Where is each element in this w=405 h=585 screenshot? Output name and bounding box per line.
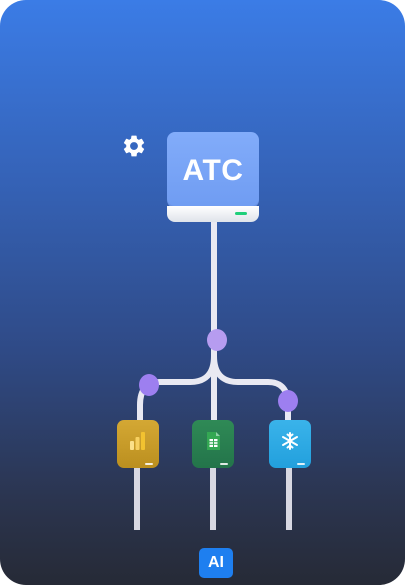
server-status-led [235, 212, 247, 215]
server-base [167, 206, 259, 222]
power-bi-tile [117, 420, 159, 468]
google-sheets-icon [207, 432, 220, 450]
gear-icon [123, 135, 145, 157]
google-sheets-tile [192, 420, 234, 468]
junction-dot-center [207, 329, 227, 351]
branch-right-line [211, 353, 291, 423]
junction-dot-left [139, 374, 159, 396]
junction-dot-right [278, 390, 298, 412]
tile-indicator [145, 463, 153, 465]
snowflake-icon [282, 432, 298, 450]
tile-indicator [297, 463, 305, 465]
tile-indicator [220, 463, 228, 465]
server-label: ATC [182, 154, 244, 187]
server-icon: ATC [167, 132, 259, 208]
snowflake-tile [269, 420, 311, 468]
ai-badge: AI [199, 548, 233, 578]
atc-server-node: ATC [167, 132, 259, 222]
power-bi-icon [130, 432, 145, 450]
